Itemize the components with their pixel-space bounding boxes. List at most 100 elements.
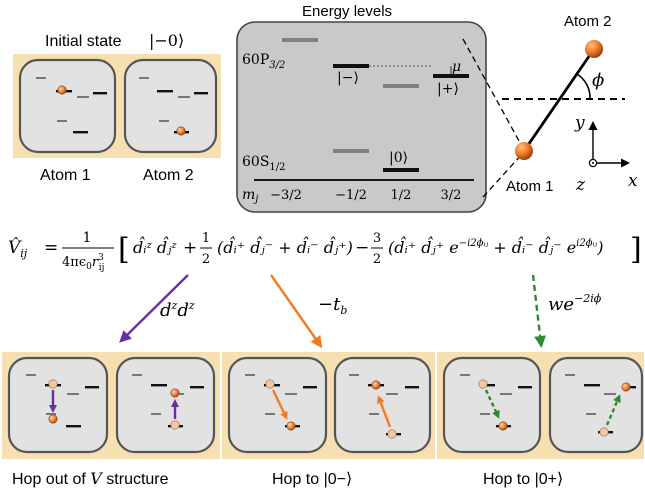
mj-tick-minus12: −1/2 [335,188,367,203]
half-denominator: 2 [202,252,210,267]
initial-atom2-box [123,58,218,154]
ket-plus-label: |+⟩ [437,81,459,97]
initial-atom2-label: Atom 2 [143,167,194,184]
s-manifold-label: 60S1/2 [242,154,286,173]
p1-atom2-box [115,356,216,454]
hop-arrow [484,389,500,419]
zoom-line-bottom [482,151,525,198]
panel-hop-out-of-v [7,356,216,454]
label-hop-out-of-v: Hop out of V structure [12,469,169,488]
s-level-mj-minus12 [333,149,369,153]
energy-levels-panel: Energy levels 60P3/2 60S1/2 |−⟩ |+⟩ |0⟩ … [236,3,487,213]
hop-arrow [377,395,392,428]
bottom-panels: Hop out of V structure Hop to |0−⟩ Hop t… [2,352,644,488]
zoom-line-top [462,38,525,151]
level-s-minus12 [159,120,169,122]
mj-axis-label: mj [242,187,258,205]
level [518,386,532,389]
label-hop-to-0-plus: Hop to |0+⟩ [483,471,563,488]
minus-sign: − [355,238,369,258]
ghost-atom [478,379,488,389]
level [190,386,204,389]
geometry-panel: Atom 2 ϕ Atom 1 y x z [502,13,638,195]
atom [170,388,180,398]
level-plus-gray [77,96,89,98]
phi-angle-arc [576,73,591,100]
initial-state-ket: |−0⟩ [149,31,184,50]
level [67,393,79,395]
interatomic-axis [522,48,596,152]
y-axis-label: y [574,113,585,133]
ket-zero-label: |0⟩ [389,150,408,166]
initial-atom1-levels-box [18,58,117,154]
tb-arrow [270,274,323,349]
w-label: we−2iϕ [548,292,602,315]
level [151,384,167,387]
threehalf-numerator: 3 [373,231,381,246]
level [460,374,470,376]
initial-atom1-box [18,58,117,154]
level-p-minus32 [139,77,149,79]
level-minus [157,90,173,93]
z-axis-label: z [575,175,586,195]
atom-in-minus-state [57,85,67,95]
exchange-term: (d̂ᵢ⁺ d̂ⱼ⁻ + d̂ᵢ⁻ d̂ⱼ⁺) [217,237,353,257]
p1-atom1-box [7,356,109,454]
w-arrow [531,274,547,348]
p-level-mj-minus32 [282,38,318,42]
threehalf-denominator: 2 [373,252,381,267]
ghost-atom [265,379,275,389]
p-level-plus-state [433,74,469,78]
p-level-mj-12 [383,84,419,88]
level [151,413,161,415]
atom [621,382,631,392]
mj-tick-minus32: −3/2 [270,188,302,203]
right-bracket: ] [630,232,642,267]
atom [286,421,296,431]
process-arrows: dzdz −tb we−2iϕ [119,274,602,349]
initial-atom2-levels-box [123,58,218,154]
level [405,386,419,389]
panel-hop-to-0-minus [227,356,432,454]
level [285,393,297,395]
ghost-atom [170,420,180,430]
s-level-zero-state [383,168,419,172]
initial-state-panel: Initial state |−0⟩ Atom 1 Atom 2 [13,31,221,184]
energy-levels-title: Energy levels [302,3,392,20]
level [565,374,575,376]
level-s-minus12 [57,120,67,122]
bottom-divider-1 [220,352,222,459]
phi-label: ϕ [592,70,604,91]
atom [371,380,381,390]
level-plus-gray [178,96,190,98]
level [584,384,600,387]
equals-sign: = [44,238,58,258]
atom2-geometry-label: Atom 2 [564,13,612,30]
level [586,413,596,415]
level [265,413,275,415]
atom-in-zero-state [176,126,186,136]
level [46,413,56,415]
mj-tick-12: 1/2 [391,188,412,203]
initial-atom1-label: Atom 1 [40,167,91,184]
label-hop-to-0-minus: Hop to |0−⟩ [272,471,352,488]
p2-atom1-box [227,356,328,454]
level [604,393,616,395]
level [303,386,317,389]
atom2-sphere [585,40,603,58]
level [349,374,359,376]
level [386,393,398,395]
dz-dz-arrow [119,274,189,343]
bottom-divider-2 [435,352,437,459]
half-numerator: 1 [202,231,210,246]
v-hat: V̂ij [8,238,28,260]
level-plus [194,92,208,95]
dz-dz-term: d̂ᵢᶻ d̂ⱼᶻ [133,237,177,257]
level [480,413,490,415]
atom [498,421,508,431]
level [369,413,379,415]
p-level-minus-state [333,64,369,68]
